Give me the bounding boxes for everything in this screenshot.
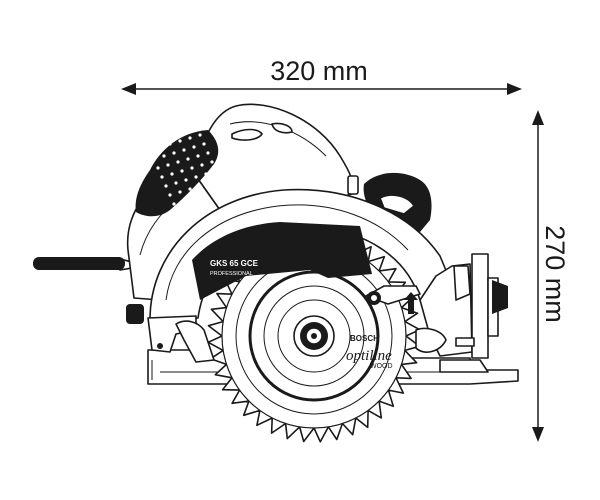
grip-dot [186,157,190,161]
blade-name-label: optiline [346,348,392,364]
grip-dot [196,154,200,158]
grip-dot [202,142,206,146]
handle [195,103,359,211]
grip-dot [178,139,182,143]
grip-dot [164,184,168,188]
grip-dot [194,175,198,179]
grip-dot [206,151,210,155]
grip-dot [192,196,196,200]
grip-dot [166,163,170,167]
grip-dot [174,181,178,185]
grip-dot [178,190,182,194]
grip-dot [190,166,194,170]
lock-button [347,175,359,195]
grip-dot [160,175,164,179]
grip-dot [176,160,180,164]
grip-dot [156,166,160,170]
grip-dot [182,199,186,203]
grip-dot [212,190,216,194]
arrow-right-icon [507,83,522,95]
arrow-left-icon [121,83,136,95]
grip-dot [222,187,226,191]
arbor-nut [293,315,335,357]
height-label: 270 mm [540,225,570,323]
grip-dot [168,193,172,197]
upper-blade-guard: BOSCH GKS 65 GCE PROFESSIONAL [149,188,451,321]
blade-ring [263,285,365,387]
motor-knob [126,304,144,324]
grip-dot [218,178,222,182]
grip-dot [172,151,176,155]
grip-dot [180,169,184,173]
height-dimension: 270 mm [532,110,570,442]
lower-guard [147,315,215,363]
grip-dot [158,145,162,149]
grip-dot [210,160,214,164]
width-label: 320 mm [270,56,368,86]
grip-dot [198,133,202,137]
grip-dot [200,163,204,167]
grip-dot [168,142,172,146]
grip-dot [182,148,186,152]
width-dimension: 320 mm [121,56,522,95]
grip-dot [148,148,152,152]
grip-dot [184,178,188,182]
grip [135,130,226,217]
grip-dot [188,136,192,140]
label-panel [192,222,372,300]
grip-dot [188,187,192,191]
saw-blade: BOSCH optiline WOOD [207,229,421,443]
arrow-down-icon [532,427,544,442]
grip-dot [162,154,166,158]
front-guard [415,253,508,359]
line-label: PROFESSIONAL [210,271,253,277]
brand-label: BOSCH [260,232,339,257]
grip-dot [208,181,212,185]
blade-ring [248,270,380,402]
grip-dot [214,169,218,173]
blade-type-label: WOOD [370,363,393,370]
bevel-lever [365,285,421,314]
grip-dot [204,172,208,176]
blade-brand-label: BOSCH [350,334,379,343]
grip-dot [152,157,156,161]
grip-dot [202,193,206,197]
grip-dot [172,202,176,206]
grip-texture [148,133,226,206]
saw-illustration: BOSCH optiline WOOD [33,103,519,443]
arrow-up-icon [532,110,544,125]
power-cable [33,257,133,271]
grip-dot [170,172,174,176]
model-label: GKS 65 GCE [210,259,259,268]
grip-dot [192,145,196,149]
grip-dot [198,184,202,188]
blade-ring [277,299,351,373]
blade-rings [235,257,393,415]
